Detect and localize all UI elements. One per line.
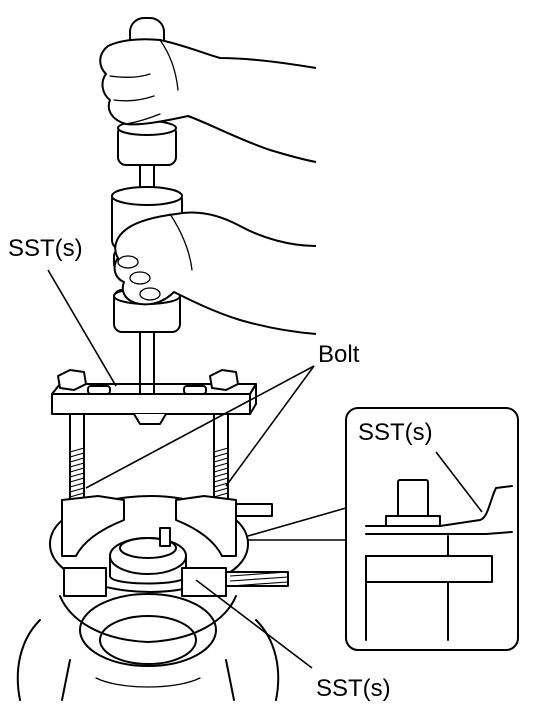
axle-hub [16,593,280,701]
label-sst-inset: SST(s) [358,419,433,446]
label-sst-top: SST(s) [8,235,83,262]
inset-detail-box [345,407,519,651]
puller-top-plate [51,369,257,425]
lower-hand [113,211,317,335]
upper-hand [99,38,317,163]
bolt-left [69,413,85,525]
bearing-separator [49,495,289,597]
label-sst-bottom: SST(s) [316,675,391,702]
label-bolt: Bolt [318,341,360,368]
leader-lines [47,269,483,669]
